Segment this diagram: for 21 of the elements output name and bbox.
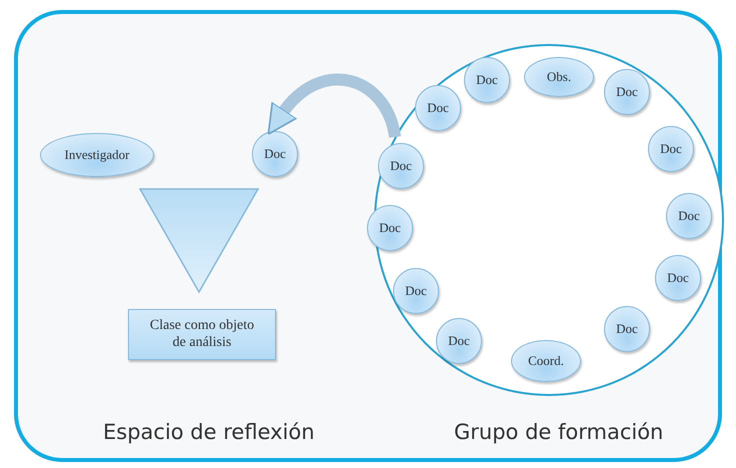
participant-ellipse: Obs.	[524, 57, 594, 97]
section-title: Espacio de reflexión	[103, 420, 315, 444]
participant-ellipse: Doc	[648, 126, 694, 172]
participant-ellipse: Coord.	[511, 340, 581, 382]
curved-arrow	[266, 74, 401, 138]
participant-ellipse: Doc	[415, 85, 461, 131]
participant-ellipse: Doc	[367, 205, 413, 251]
participant-ellipse: Doc	[252, 131, 298, 177]
topic-box: Clase como objeto de análisis	[128, 309, 276, 360]
participant-ellipse: Doc	[604, 69, 650, 115]
participant-ellipse: Doc	[464, 57, 510, 103]
funnel-triangle	[140, 189, 258, 292]
participant-ellipse: Doc	[655, 255, 701, 301]
section-title: Grupo de formación	[454, 420, 664, 444]
participant-ellipse: Doc	[436, 318, 482, 364]
group-frame	[14, 10, 722, 462]
participant-ellipse: Doc	[604, 306, 650, 352]
participant-ellipse: Investigador	[40, 133, 154, 177]
participant-ellipse: Doc	[393, 268, 439, 314]
participant-ellipse: Doc	[378, 143, 424, 189]
participant-ellipse: Doc	[666, 193, 712, 239]
